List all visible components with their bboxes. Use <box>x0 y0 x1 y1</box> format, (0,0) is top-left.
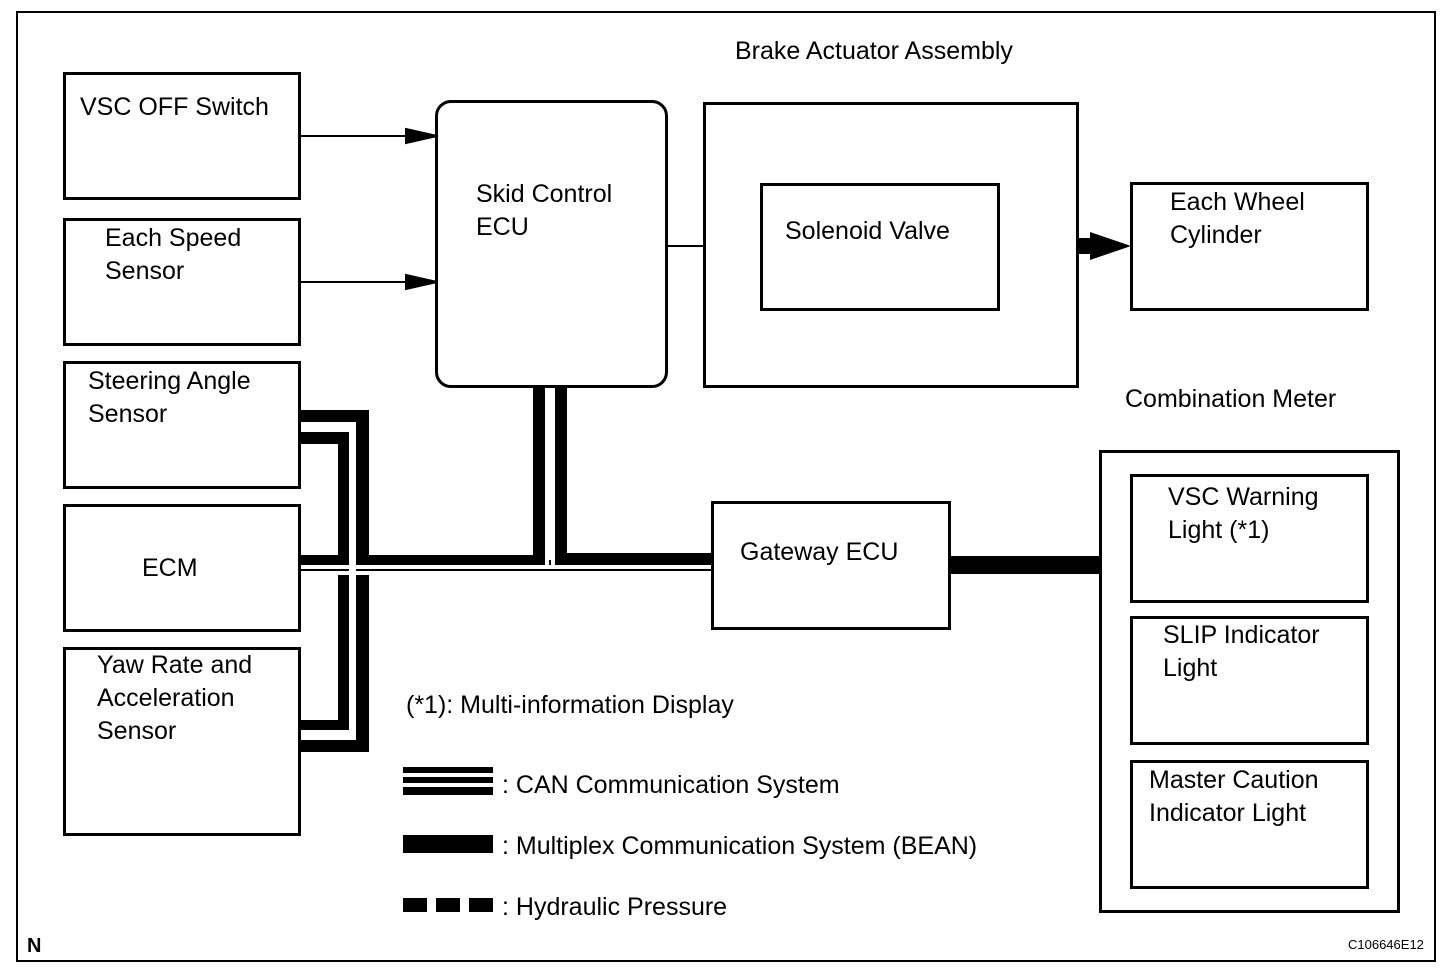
footnote: (*1): Multi-information Display <box>406 691 734 719</box>
master-caution-light-box <box>1130 760 1369 889</box>
can-bus-lines <box>300 387 713 752</box>
each-wheel-cylinder-label: Each Wheel Cylinder <box>1170 188 1305 249</box>
solenoid-valve-label: Solenoid Valve <box>785 217 950 245</box>
legend-bean-label: : Multiplex Communication System (BEAN) <box>502 832 978 860</box>
ecm-box <box>63 504 301 632</box>
yaw-rate-sensor-label: Yaw Rate and Acceleration Sensor <box>97 651 253 745</box>
vsc-off-switch-label: VSC OFF Switch <box>80 93 269 121</box>
master-caution-light-label: Master Caution Indicator Light <box>1149 766 1319 827</box>
steering-angle-sensor-label: Steering Angle Sensor <box>88 367 251 428</box>
vsc-warning-light-box <box>1130 474 1369 603</box>
vsc-off-switch-box <box>63 72 301 200</box>
solenoid-valve-box <box>760 183 1000 311</box>
legend-hydraulic-label: : Hydraulic Pressure <box>502 893 728 921</box>
legend-symbols <box>403 767 493 912</box>
brake-actuator-assembly-title: Brake Actuator Assembly <box>735 37 1013 65</box>
slip-indicator-light-label: SLIP Indicator Light <box>1163 621 1320 682</box>
north-mark: N <box>27 935 42 957</box>
diagram-frame <box>16 11 1436 962</box>
ecm-label: ECM <box>142 554 198 582</box>
bean-line <box>948 556 1102 574</box>
figure-id: C106646E12 <box>1348 937 1424 952</box>
each-speed-sensor-box <box>63 218 301 346</box>
yaw-rate-sensor-box <box>63 647 301 836</box>
slip-indicator-light-box <box>1130 616 1369 745</box>
gateway-ecu-box <box>711 501 951 630</box>
steering-angle-sensor-box <box>63 361 301 489</box>
legend-can-label: : CAN Communication System <box>502 771 840 799</box>
combination-meter-title: Combination Meter <box>1125 385 1337 413</box>
gateway-ecu-label: Gateway ECU <box>740 538 899 566</box>
skid-control-ecu-box <box>435 100 668 388</box>
vsc-warning-light-label: VSC Warning Light (*1) <box>1168 483 1319 544</box>
each-speed-sensor-label: Each Speed Sensor <box>105 224 242 285</box>
each-wheel-cylinder-box <box>1130 182 1369 311</box>
skid-control-ecu-label: Skid Control ECU <box>476 180 613 241</box>
